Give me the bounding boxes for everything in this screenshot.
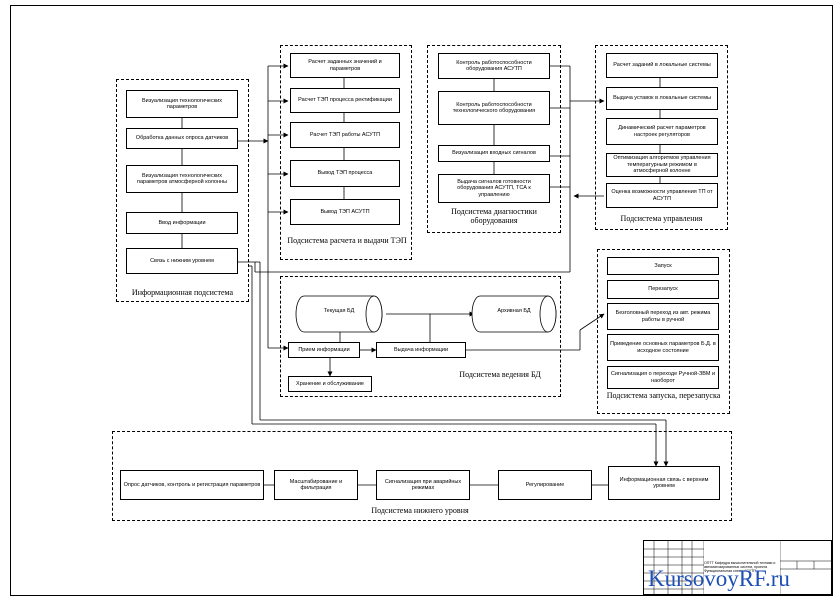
tep-item-2: Расчет ТЭП процесса ректификации (290, 88, 400, 113)
info-item-4: Ввод информации (126, 212, 238, 234)
launch-item-4: Приведение основных параметров Б.Д. в ис… (607, 334, 719, 361)
tep-subsystem (280, 45, 412, 260)
low-item-3: Сигнализация при аварийных режимах (376, 470, 470, 500)
current-db-label: Текущая БД (323, 308, 355, 314)
diag-item-2: Контроль работоспособности технологическ… (438, 91, 550, 125)
db-receive: Прием информации (288, 342, 360, 358)
diag-item-3: Визуализация входных сигналов (438, 145, 550, 162)
tep-item-3: Расчет ТЭП работы АСУТП (290, 122, 400, 148)
info-item-2: Обработка данных опроса датчиков (126, 128, 238, 149)
drawing-frame (10, 5, 833, 596)
launch-item-1: Запуск (607, 257, 719, 275)
info-item-3: Визуализация технологических параметров … (126, 165, 238, 193)
db-subsystem (280, 276, 561, 397)
tep-item-1: Расчет заданных значений и параметров (290, 53, 400, 78)
ctrl-subsystem (595, 45, 728, 230)
archive-db-label: Архивная БД (497, 308, 531, 314)
low-subsystem (112, 431, 732, 521)
tep-item-5: Вывод ТЭП АСУТП (290, 199, 400, 225)
diag-item-4: Выдача сигналов готовности оборудования … (438, 174, 550, 203)
info-item-1: Визуализация технологических параметров (126, 90, 238, 118)
ctrl-item-3: Динамический расчет параметров настроек … (606, 118, 718, 145)
tep-item-4: Вывод ТЭП процесса (290, 160, 400, 187)
title-block-grid (644, 541, 704, 596)
archive-db-cylinder (471, 295, 557, 333)
ctrl-item-5: Оценка возможности управления ТП от АСУТ… (606, 183, 718, 208)
title-block: ОПТТ Кафедра вычислительной техники и ав… (643, 540, 833, 596)
ctrl-caption: Подсистема управления (620, 214, 703, 223)
ctrl-item-2: Выдача уставок в локальные системы (606, 87, 718, 110)
title-block-text: ОПТТ Кафедра вычислительной техники и ав… (704, 561, 776, 573)
info-item-5: Связь с нижним уровнем (126, 248, 238, 274)
db-store: Хранение и обслуживание (288, 376, 372, 392)
db-caption: Подсистема ведения БД (459, 370, 541, 379)
launch-item-2: Перезапуск (607, 280, 719, 299)
tep-caption: Подсистема расчета и выдачи ТЭП (287, 236, 407, 245)
watermark-logo: KursovoyRF.ru (648, 566, 790, 591)
diag-item-1: Контроль работоспособности оборудования … (438, 53, 550, 79)
low-caption: Подсистема нижнего уровня (371, 506, 469, 515)
title-block-cells (780, 541, 833, 596)
launch-caption: Подсистема запуска, перезапуска (606, 391, 721, 400)
launch-subsystem (597, 249, 730, 414)
launch-item-5: Сигнализация о переходе Ручной-ЗВМ и нао… (607, 366, 719, 389)
info-subsystem (116, 79, 249, 302)
low-item-2: Масштабирование и фильтрация (274, 470, 358, 500)
ctrl-item-4: Оптимизация алгоритмов управления темпер… (606, 153, 718, 177)
diag-subsystem (427, 45, 561, 233)
low-item-4: Регулирование (498, 470, 592, 500)
low-item-1: Опрос датчиков, контроль и регистрация п… (120, 470, 264, 500)
info-caption: Информационная подсистема (131, 288, 234, 297)
ctrl-item-1: Расчет заданий в локальные системы (606, 53, 718, 78)
db-output: Выдача информации (376, 342, 466, 358)
current-db-cylinder (295, 295, 383, 333)
low-item-5: Информационная связь с верхним уровнем (608, 466, 720, 500)
launch-item-3: Безголовный переход из авт. режима работ… (607, 303, 719, 330)
diag-caption: Подсистема диагностики оборудования (451, 207, 537, 225)
